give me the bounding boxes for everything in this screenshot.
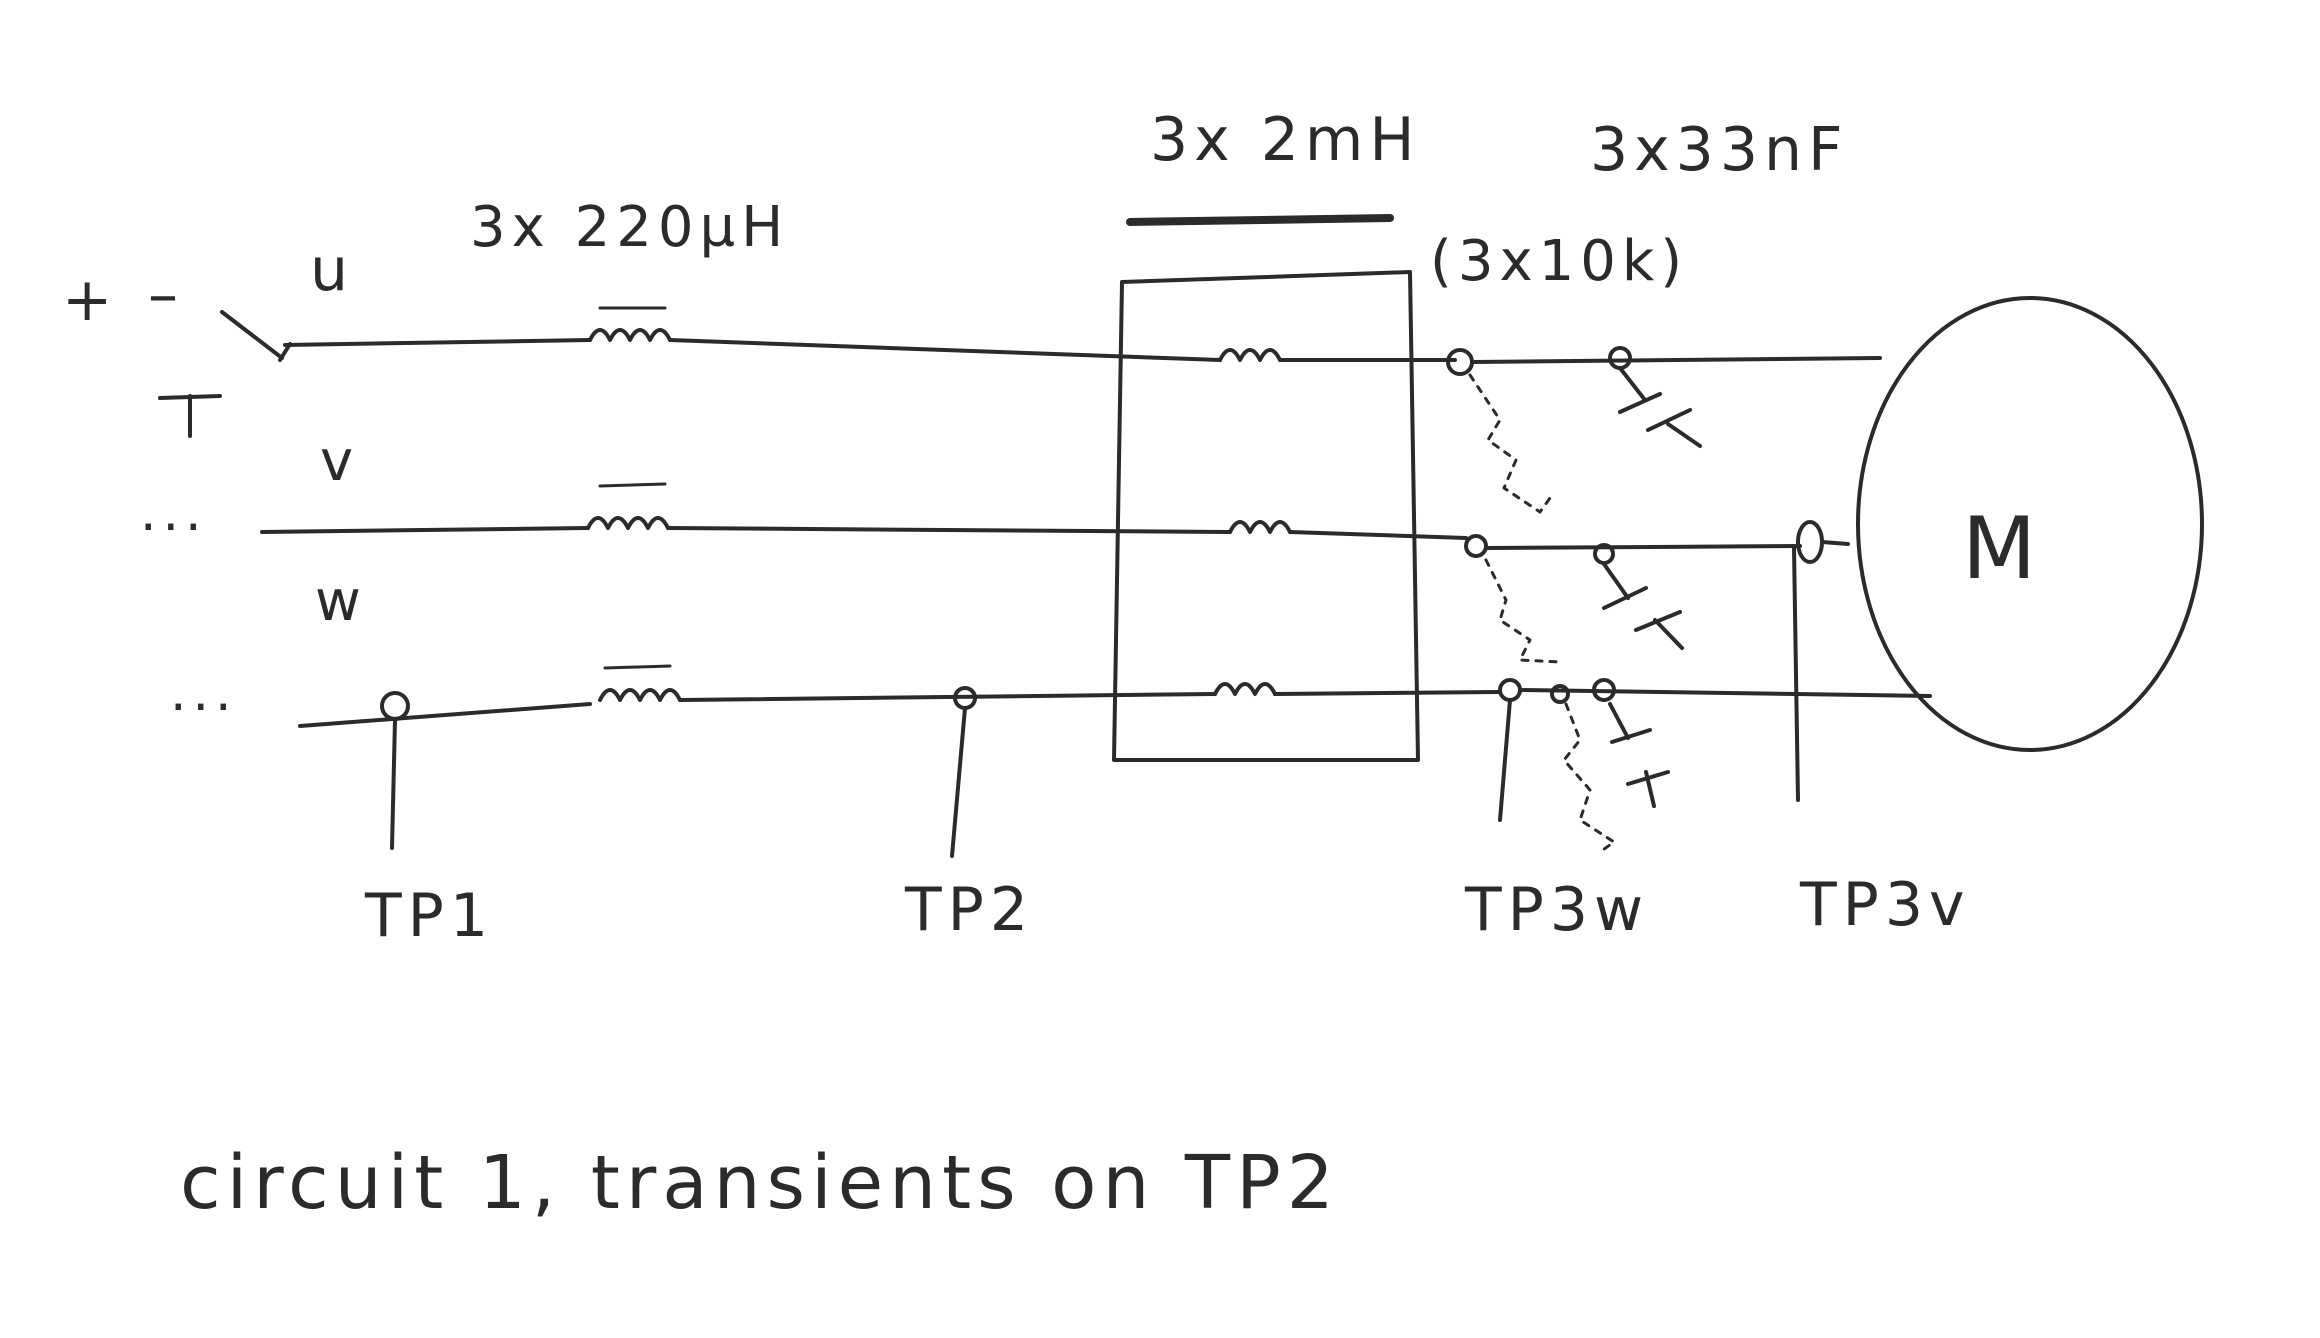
tp2-label: TP2 <box>904 875 1034 945</box>
ellipsis-v: ... <box>140 483 208 543</box>
tp1-label: TP1 <box>364 881 494 951</box>
inductor-u-main <box>588 328 672 342</box>
core-v-main <box>598 482 667 488</box>
phase-w-label: w <box>315 569 367 634</box>
resistor-w <box>1562 702 1616 854</box>
wire-w-4 <box>1518 688 1932 698</box>
switch-symbol <box>220 310 292 362</box>
motor-label: M <box>1962 499 2042 599</box>
capacitors-label: 3x33nF <box>1590 115 1849 185</box>
wire-u-2 <box>668 338 1222 362</box>
tp3v-label: TP3v <box>1799 870 1971 940</box>
ground-symbol <box>158 394 222 438</box>
wire-w-2 <box>678 692 1217 702</box>
lead-tp3v <box>1792 546 1800 802</box>
inductor-v-box <box>1228 520 1292 534</box>
node-tp3w <box>1498 678 1522 702</box>
inductor-box-underline <box>1126 214 1394 226</box>
wire-u-1 <box>283 338 592 347</box>
wire-u-4 <box>1470 356 1882 364</box>
wire-v-3 <box>1288 530 1468 540</box>
node-tp1 <box>380 691 410 721</box>
inductor-w-main <box>598 688 682 702</box>
wire-v-4 <box>1484 544 1802 550</box>
wire-v-2 <box>666 526 1232 534</box>
inductor-w-box <box>1213 682 1277 696</box>
node-v-resistor <box>1464 534 1488 558</box>
inductor-v-main <box>586 516 670 530</box>
inductor-main-label: 3x 220µH <box>470 195 789 260</box>
caption: circuit 1, transients on TP2 <box>180 1140 1340 1226</box>
node-tp3v <box>1796 520 1824 564</box>
lead-tp2 <box>950 706 967 858</box>
wire-v-1 <box>260 526 590 534</box>
wire-v-5 <box>1820 540 1850 546</box>
core-w-main <box>603 664 672 670</box>
supply-plus-label: + <box>62 265 118 335</box>
lead-tp3w <box>1498 698 1512 822</box>
lead-tp1 <box>390 718 397 850</box>
tp3w-label: TP3w <box>1464 875 1649 945</box>
capacitor-v <box>1602 562 1684 650</box>
capacitor-w <box>1608 702 1670 808</box>
wire-w-3 <box>1273 690 1502 696</box>
resistors-label: (3x10k) <box>1430 229 1688 294</box>
inductor-box-label: 3x 2mH <box>1150 105 1421 175</box>
node-u-capacitor <box>1608 346 1632 370</box>
supply-minus-label: – <box>148 260 184 330</box>
phase-u-label: u <box>310 235 354 305</box>
motor-symbol <box>1856 296 2204 752</box>
capacitor-u <box>1618 366 1702 448</box>
resistor-v <box>1484 558 1562 664</box>
inductor-u-box <box>1218 348 1282 362</box>
wire-w-1 <box>298 702 592 728</box>
inductor-box <box>1112 270 1420 762</box>
node-w-resistor <box>1550 684 1570 704</box>
phase-v-label: v <box>320 429 359 494</box>
ellipsis-w: ... <box>170 663 238 723</box>
resistor-u <box>1468 373 1552 514</box>
